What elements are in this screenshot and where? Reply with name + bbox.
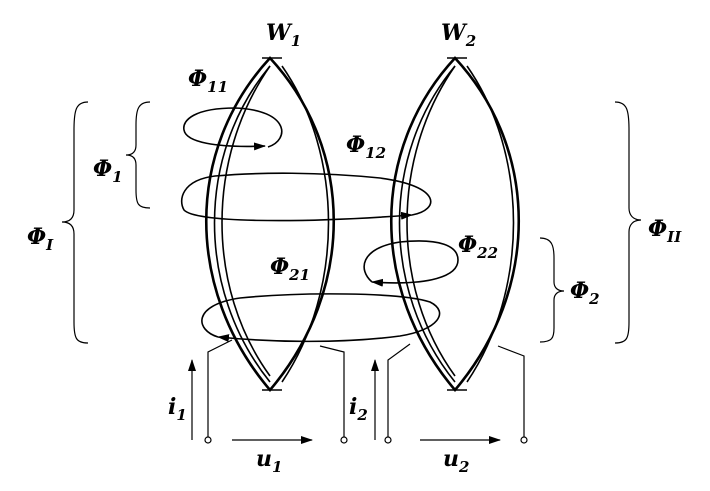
label-phi-big-i: ΦI <box>27 224 54 254</box>
label-i2: i2 <box>349 394 368 424</box>
coil-w2 <box>389 56 521 393</box>
label-phi21: Φ21 <box>270 254 310 284</box>
label-phi1: Φ1 <box>93 156 123 186</box>
flux-loop-phi21 <box>201 293 441 343</box>
flux-loop-phi22 <box>363 240 459 287</box>
brace-phi-big-ii <box>614 101 642 344</box>
terminal-coil2-left <box>384 436 392 444</box>
brace-phi1 <box>125 101 151 209</box>
label-phi22: Φ22 <box>458 232 498 262</box>
label-w2: W2 <box>441 20 476 50</box>
label-u1: u1 <box>256 446 282 476</box>
label-phi2: Φ2 <box>570 278 600 308</box>
brace-phi-big-i <box>61 101 89 344</box>
label-phi12: Φ12 <box>346 132 386 162</box>
label-i1: i1 <box>168 394 187 424</box>
terminal-coil2-right <box>520 436 528 444</box>
terminals-coil-2 <box>384 343 528 444</box>
terminals-coil-1 <box>204 339 348 444</box>
terminal-coil1-right <box>340 436 348 444</box>
flux-loop-phi11 <box>183 107 283 151</box>
label-phi11: Φ11 <box>188 66 228 96</box>
brace-phi2 <box>539 237 565 343</box>
coil-w1 <box>204 56 336 393</box>
label-w1: W1 <box>266 20 301 50</box>
label-phi-big-ii: ΦII <box>648 216 682 246</box>
terminal-coil1-left <box>204 436 212 444</box>
label-u2: u2 <box>443 446 469 476</box>
flux-loop-phi12 <box>180 172 432 222</box>
